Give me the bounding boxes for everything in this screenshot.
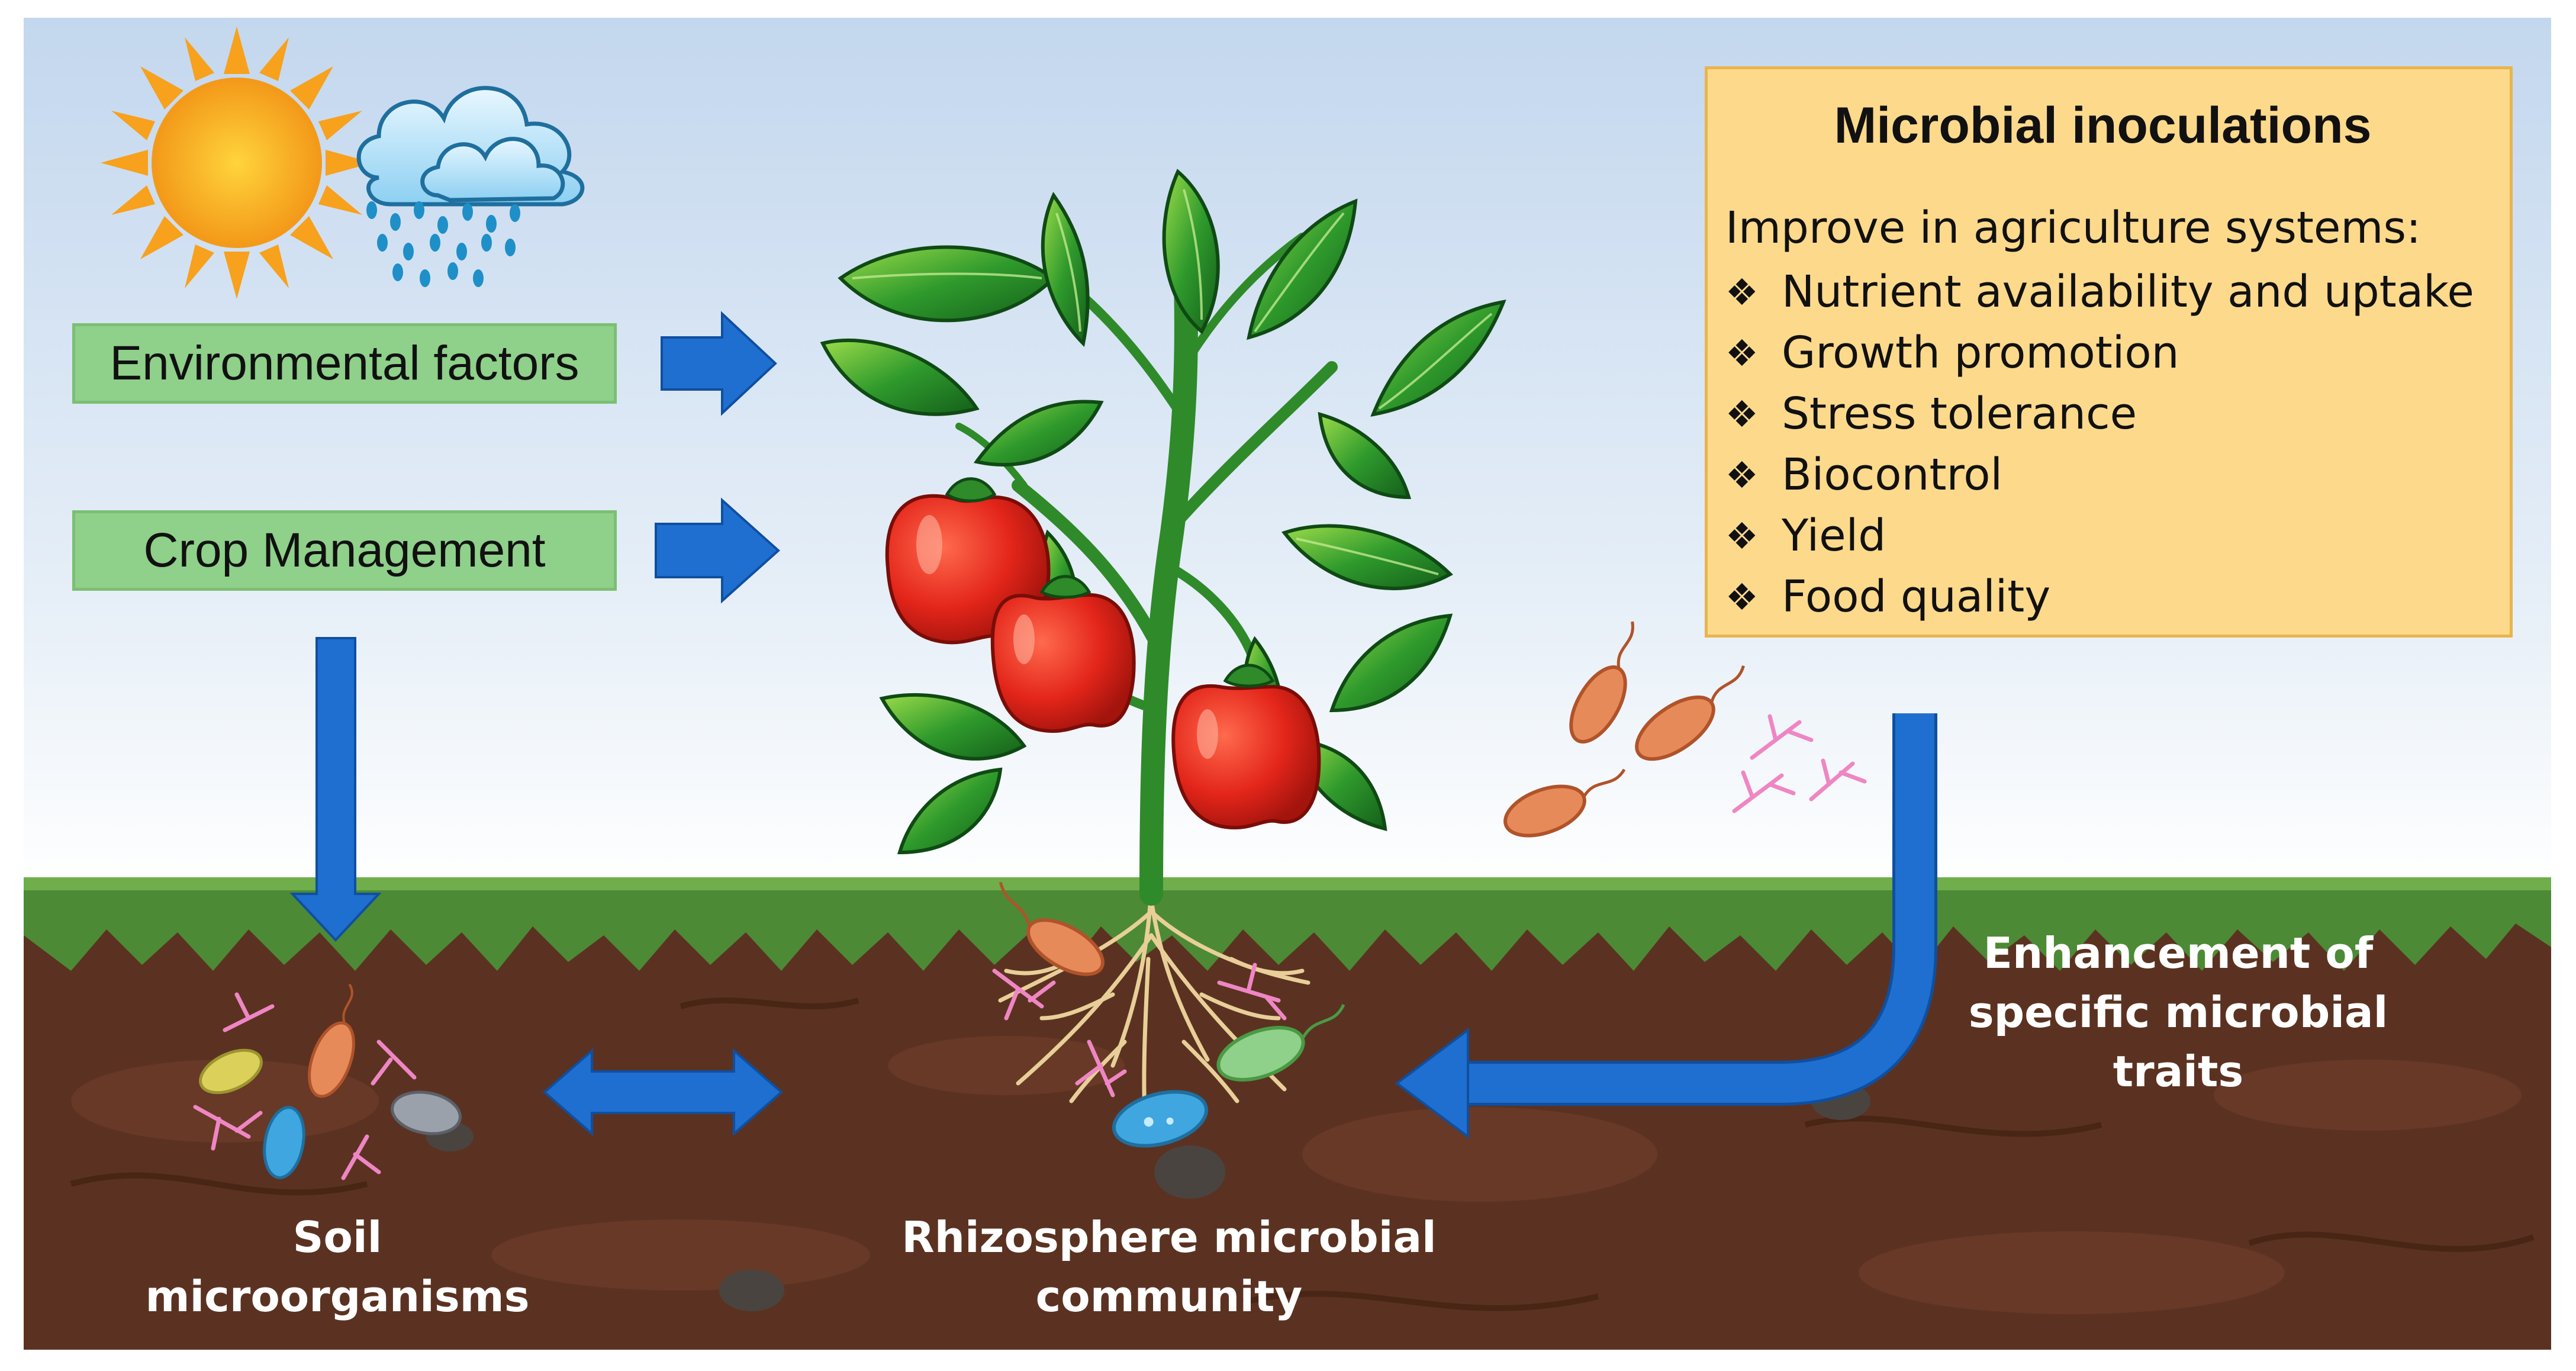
pepper-right	[1171, 664, 1321, 830]
bacteria-icon	[1503, 768, 1626, 838]
list-item: ❖Nutrient availability and uptake	[1725, 262, 2480, 323]
grass-top-highlight	[24, 877, 2551, 890]
arrow-env-to-plant	[661, 311, 777, 416]
arrow-soil-rhizosphere	[542, 1048, 784, 1137]
bullet-icon: ❖	[1725, 514, 1759, 558]
rhizosphere-caption: Rhizosphere microbial community	[888, 1208, 1450, 1326]
enhancement-line1: Enhancement of	[1983, 928, 2374, 978]
enhancement-caption: Enhancement of specific microbial traits	[1953, 923, 2403, 1101]
inoculations-subtitle: Improve in agriculture systems:	[1725, 202, 2422, 253]
plant-stem	[955, 225, 1338, 906]
environmental-factors-box: Environmental factors	[72, 323, 617, 404]
fungal-hyphae-icon	[193, 992, 417, 1180]
arrow-inoculation-to-rhizosphere	[1395, 713, 1937, 1139]
environmental-factors-label: Environmental factors	[110, 336, 579, 390]
bacteria-icon	[999, 881, 1105, 976]
benefits-list: ❖Nutrient availability and uptake ❖Growt…	[1725, 262, 2480, 627]
arrow-crop-to-soil	[289, 637, 382, 942]
rhizosphere-caption-line1: Rhizosphere microbial	[901, 1212, 1437, 1262]
bullet-icon: ❖	[1725, 453, 1759, 497]
crop-management-label: Crop Management	[143, 523, 546, 577]
rhizosphere-caption-line2: community	[1035, 1272, 1303, 1321]
bacteria-icon	[199, 1048, 263, 1095]
bullet-icon: ❖	[1725, 392, 1759, 436]
leaf-veins	[852, 189, 1493, 575]
list-item: ❖Food quality	[1725, 567, 2480, 627]
soil-microorganisms-caption: Soil microorganisms	[95, 1208, 580, 1326]
bacteria-icon	[1112, 1090, 1209, 1148]
crop-management-box: Crop Management	[72, 510, 617, 591]
soil-microbes	[193, 983, 462, 1180]
soil-caption-text: Soil microorganisms	[145, 1212, 530, 1321]
bullet-icon: ❖	[1725, 331, 1759, 375]
list-item: ❖Yield	[1725, 506, 2480, 567]
pepper-middle	[990, 575, 1136, 733]
rain-cloud-icon	[356, 86, 585, 287]
inoculation-microbes	[1503, 621, 1867, 838]
inoculations-title: Microbial inoculations	[1834, 97, 2372, 154]
bacteria-icon	[308, 983, 355, 1098]
arrow-crop-to-plant	[655, 497, 780, 604]
bullet-icon: ❖	[1725, 575, 1759, 619]
bacteria-icon	[1216, 1003, 1345, 1082]
bacteria-icon	[391, 1090, 462, 1135]
enhancement-line2: specific microbial	[1968, 987, 2388, 1037]
list-item: ❖Biocontrol	[1725, 445, 2480, 506]
soil-texture	[71, 1036, 2522, 1314]
enhancement-line3: traits	[2113, 1047, 2244, 1096]
list-item: ❖Growth promotion	[1725, 323, 2480, 384]
bullet-icon: ❖	[1725, 270, 1759, 314]
bacteria-icon	[263, 1106, 305, 1179]
rhizosphere-microbes	[992, 881, 1345, 1148]
bacteria-icon	[1569, 621, 1634, 744]
sun-icon	[101, 27, 373, 299]
list-item: ❖Stress tolerance	[1725, 384, 2480, 445]
fungal-hyphae-icon	[992, 963, 1287, 1098]
fungal-hyphae-icon	[1732, 714, 1867, 813]
bacteria-icon	[1635, 665, 1745, 761]
microbial-inoculations-box: Microbial inoculations Improve in agricu…	[1705, 66, 2513, 638]
